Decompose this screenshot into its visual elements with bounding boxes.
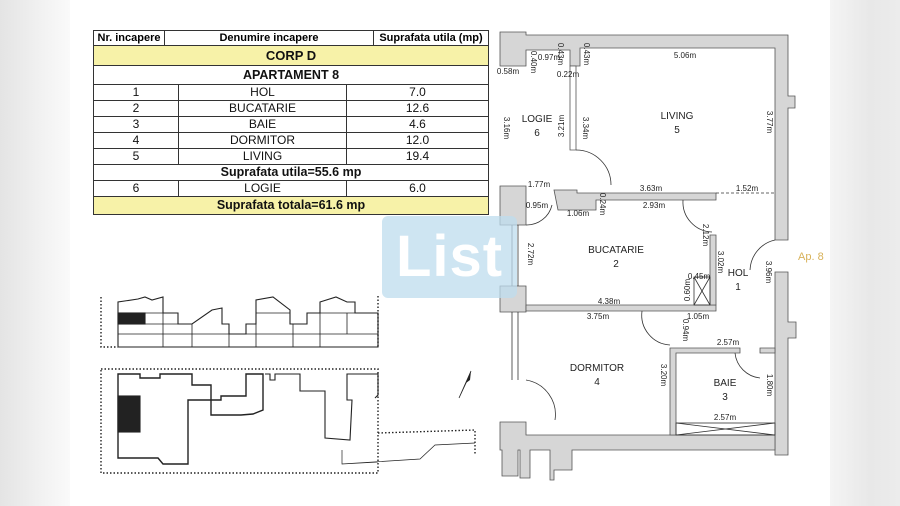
dimension: 3.63m: [640, 184, 663, 193]
dimension: 1.05m: [687, 312, 710, 321]
elevation-outline: [117, 296, 379, 348]
dimension: 0.97m: [538, 53, 561, 62]
dimension: 0.94m: [681, 319, 690, 342]
room-area: 12.0: [346, 132, 489, 149]
room-logie-name: LOGIE: [522, 114, 553, 125]
room-baie-name: BAIE: [714, 378, 737, 389]
room-area: 19.4: [346, 148, 489, 165]
dimension: 0.95m: [526, 201, 549, 210]
room-bucatarie-nr: 2: [613, 259, 619, 270]
dimension: 2.93m: [643, 201, 666, 210]
room-labels: LIVING 5 LOGIE 6 BUCATARIE 2 HOL 1 DORMI…: [522, 111, 749, 403]
dimension: 2.57m: [714, 413, 737, 422]
room-hol-name: HOL: [728, 268, 749, 279]
room-dormitor-nr: 4: [594, 377, 600, 388]
watermark-logo: List: [382, 216, 517, 298]
apartment-name: APARTAMENT 8: [93, 65, 489, 85]
room-living-nr: 5: [674, 125, 680, 136]
room-bucatarie-name: BUCATARIE: [588, 245, 644, 256]
dimension: 0.40m: [529, 51, 538, 74]
dimension: 5.06m: [674, 51, 697, 60]
dimension: 2.57m: [717, 338, 740, 347]
highlighted-block: [117, 395, 141, 433]
dimension: 3.77m: [765, 111, 774, 134]
dimension: 0.60m: [683, 279, 692, 302]
dimension: 0.58m: [497, 67, 520, 76]
dimension: 4.38m: [598, 297, 621, 306]
room-area: 7.0: [346, 84, 489, 101]
grand-total: Suprafata totala=61.6 mp: [93, 196, 489, 215]
dimension: 0.24m: [598, 193, 607, 216]
dimension: 1.77m: [528, 180, 551, 189]
useful-total: Suprafata utila=55.6 mp: [93, 164, 489, 181]
dimension: 3.02m: [716, 251, 725, 274]
room-area: 4.6: [346, 116, 489, 133]
dimension: 3.21m: [557, 115, 566, 138]
room-hol-nr: 1: [735, 282, 741, 293]
room-dormitor-name: DORMITOR: [570, 363, 624, 374]
site-plan: [100, 296, 476, 474]
north-arrow-icon: [458, 370, 472, 399]
dimension: 0.22m: [557, 70, 580, 79]
apartment-tag: Ap. 8: [798, 251, 824, 263]
dimension: 1.80m: [765, 374, 774, 397]
dimension: 3.96m: [764, 261, 773, 284]
dimension: 0.43m: [582, 43, 591, 66]
room-baie-nr: 3: [722, 392, 728, 403]
dimension: 3.75m: [587, 312, 610, 321]
building-footprint: [117, 373, 264, 465]
dimension-labels: 5.06m 0.97m 0.58m 0.22m 0.40m 0.43m 0.43…: [497, 43, 774, 422]
highlighted-unit: [117, 312, 146, 325]
dimension: 1.52m: [736, 184, 759, 193]
walls: [499, 31, 797, 481]
dimension: 2.72m: [526, 243, 535, 266]
room-area: 12.6: [346, 100, 489, 117]
header-nr: Nr. incapere: [94, 31, 165, 45]
dimension: 1.06m: [567, 209, 590, 218]
dimension: 3.20m: [659, 364, 668, 387]
dimension: 0.45m: [688, 272, 711, 281]
header-area: Suprafata utila (mp): [379, 32, 483, 44]
doors-windows: [511, 149, 776, 436]
room-logie-nr: 6: [534, 128, 540, 139]
header-name: Denumire incapere: [165, 31, 374, 45]
dimension: 2.12m: [701, 224, 710, 247]
dimension: 3.34m: [581, 117, 590, 140]
dimension: 0.43m: [556, 43, 565, 66]
room-living-name: LIVING: [661, 111, 694, 122]
dimension: 3.16m: [502, 117, 511, 140]
room-name: LIVING: [178, 148, 347, 165]
